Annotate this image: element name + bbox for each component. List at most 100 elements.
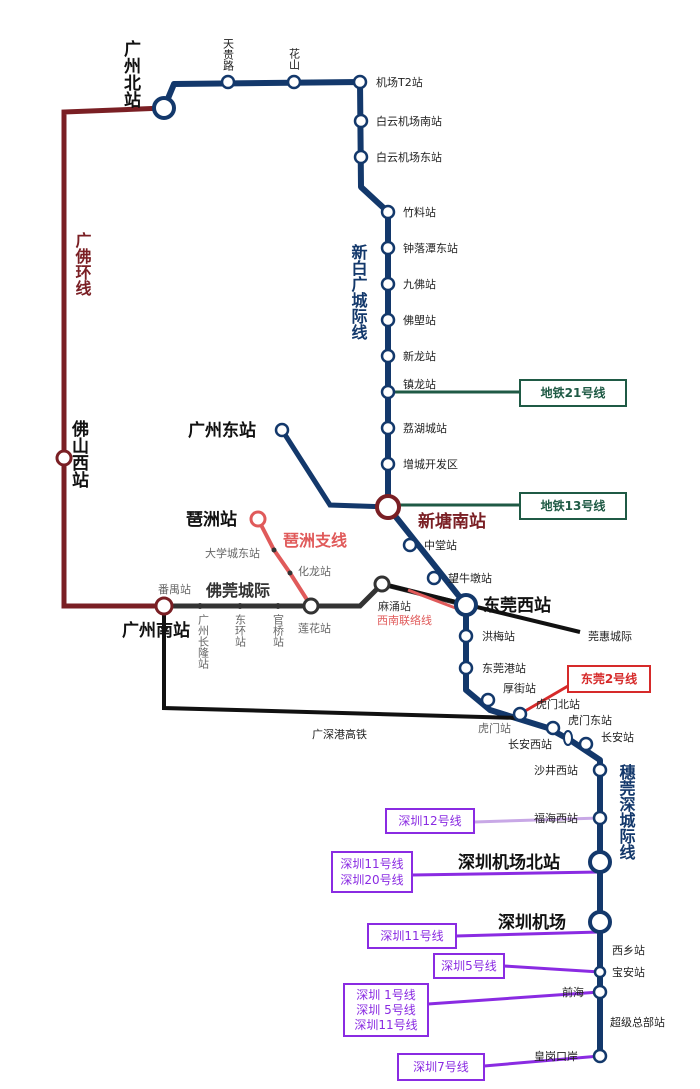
- guangzhou-east-line: [279, 428, 389, 510]
- label-baiyun-airport-south: 白云机场南站: [376, 114, 442, 128]
- label-guangzhou-north: 广州北站: [120, 39, 142, 109]
- station-zengcheng-dev[interactable]: [380, 456, 396, 472]
- label-sz-airport-north: 深圳机场北站: [458, 852, 560, 873]
- transfer-metro21-box: 地铁21号线: [519, 379, 627, 407]
- label-pazhou: 琶洲站: [186, 509, 237, 530]
- transfer-sz1-5-11-c: 深圳11号线: [354, 1018, 417, 1032]
- label-baiyun-airport-east: 白云机场东站: [376, 150, 442, 164]
- station-hq[interactable]: [597, 1019, 603, 1025]
- station-dongguan-port[interactable]: [458, 660, 474, 676]
- station-pazhou[interactable]: [249, 510, 267, 528]
- transfer-dongguan2-box: 东莞2号线: [567, 665, 651, 693]
- label-university-town-east: 大学城东站: [205, 546, 260, 560]
- station-sz-airport-north[interactable]: [588, 850, 612, 874]
- station-sz-airport[interactable]: [588, 910, 612, 934]
- station-baoan[interactable]: [593, 965, 607, 979]
- label-qianhai: 前海: [562, 985, 584, 999]
- station-lianhua[interactable]: [302, 597, 320, 615]
- station-huanggang[interactable]: [592, 1048, 608, 1064]
- station-guangzhou-east[interactable]: [274, 422, 290, 438]
- transfer-sz7-box: 深圳7号线: [397, 1053, 485, 1081]
- transfer-sz1-5-11-box: 深圳 1号线 深圳 5号线 深圳11号线: [343, 983, 429, 1037]
- label-zhongluotan-east: 钟落潭东站: [403, 241, 458, 255]
- label-machong: 麻涌站: [378, 599, 411, 613]
- station-xixiang[interactable]: [597, 943, 603, 949]
- station-hongmei[interactable]: [458, 628, 474, 644]
- transfer-sz11-20-box: 深圳11号线 深圳20号线: [331, 851, 413, 893]
- label-wangniudun: 望牛墩站: [448, 571, 492, 585]
- transfer-sz12: 深圳12号线: [398, 814, 461, 828]
- label-guangzhou-south: 广州南站: [122, 620, 190, 641]
- station-huashan[interactable]: [286, 74, 302, 90]
- label-houjie: 厚街站: [503, 681, 536, 695]
- station-zhongluotan-east[interactable]: [380, 240, 396, 256]
- label-dongguan-west: 东莞西站: [483, 595, 551, 616]
- station-dongguan-west[interactable]: [454, 593, 478, 617]
- transfer-dongguan2: 东莞2号线: [581, 671, 637, 686]
- label-lihu-city: 荔湖城站: [403, 421, 447, 435]
- label-fuhai-west: 福海西站: [534, 811, 578, 825]
- transfer-sz7: 深圳7号线: [413, 1060, 469, 1074]
- pazhou-branch-line: [256, 518, 313, 608]
- label-dongguan-port: 东莞港站: [482, 661, 526, 675]
- gsg-hsr-line: [162, 606, 521, 720]
- transfer-sz11-20-b: 深圳20号线: [340, 873, 403, 887]
- station-xinlong[interactable]: [380, 348, 396, 364]
- station-xintang-south[interactable]: [375, 494, 401, 520]
- station-wangniudun[interactable]: [426, 570, 442, 586]
- transfer-sz5-box: 深圳5号线: [433, 953, 505, 979]
- station-guangzhou-south[interactable]: [154, 596, 174, 616]
- label-xinlong: 新龙站: [403, 349, 436, 363]
- label-foshan-west: 佛山西站: [68, 419, 90, 489]
- transfer-metro21: 地铁21号线: [541, 385, 606, 400]
- label-changan-west: 长安西站: [508, 737, 552, 751]
- station-changlong[interactable]: [197, 603, 203, 609]
- label-fotang: 佛塱站: [403, 313, 436, 327]
- transfer-metro13: 地铁13号线: [541, 498, 606, 513]
- sz11-20-connector: [411, 870, 601, 877]
- station-fotang[interactable]: [380, 312, 396, 328]
- label-changlong: 广州长隆站: [197, 614, 210, 670]
- sz5-connector: [503, 964, 601, 974]
- label-guanhui: 莞惠城际: [588, 629, 632, 643]
- station-baiyun-airport-south[interactable]: [353, 113, 369, 129]
- label-airport-t2: 机场T2站: [376, 75, 423, 89]
- label-gsg-hsr: 广深港高铁: [312, 727, 367, 741]
- station-shajing-west[interactable]: [592, 762, 608, 778]
- station-qianhai[interactable]: [592, 984, 608, 1000]
- station-humen-east[interactable]: [578, 736, 594, 752]
- station-tiangui-road[interactable]: [220, 74, 236, 90]
- station-zhenlong[interactable]: [380, 384, 396, 400]
- label-hongmei: 洪梅站: [482, 629, 515, 643]
- transfer-sz5: 深圳5号线: [441, 959, 497, 973]
- station-zhongtang[interactable]: [402, 537, 418, 553]
- station-airport-t2[interactable]: [352, 74, 368, 90]
- guangfo-ring-line: [61, 105, 165, 609]
- station-lihu-city[interactable]: [380, 420, 396, 436]
- station-changan-west[interactable]: [545, 720, 561, 736]
- station-donghuan[interactable]: [237, 603, 243, 609]
- label-shajing-west: 沙井西站: [534, 763, 578, 777]
- label-zhuliao: 竹料站: [403, 205, 436, 219]
- station-fuhai-west[interactable]: [592, 810, 608, 826]
- station-changan-ellipse: [563, 730, 573, 746]
- dongguan2-connector: [519, 684, 569, 716]
- station-humen-north[interactable]: [512, 706, 528, 722]
- label-donghuan: 东环站: [234, 614, 247, 648]
- station-foshan-west[interactable]: [55, 449, 73, 467]
- label-huanggang: 皇岗口岸: [534, 1049, 578, 1063]
- label-humen-east: 虎门东站: [568, 713, 612, 727]
- label-jiufo: 九佛站: [403, 277, 436, 291]
- label-zhongtang: 中堂站: [424, 538, 457, 552]
- station-houjie[interactable]: [480, 692, 496, 708]
- station-machong[interactable]: [373, 575, 391, 593]
- station-baiyun-airport-east[interactable]: [353, 149, 369, 165]
- station-guangzhou-north[interactable]: [152, 96, 176, 120]
- station-guanqiao[interactable]: [275, 603, 281, 609]
- station-university-town-east[interactable]: [271, 547, 277, 553]
- station-jiufo[interactable]: [380, 276, 396, 292]
- station-zhuliao[interactable]: [380, 204, 396, 220]
- transfer-metro13-box: 地铁13号线: [519, 492, 627, 520]
- station-hualong[interactable]: [287, 570, 293, 576]
